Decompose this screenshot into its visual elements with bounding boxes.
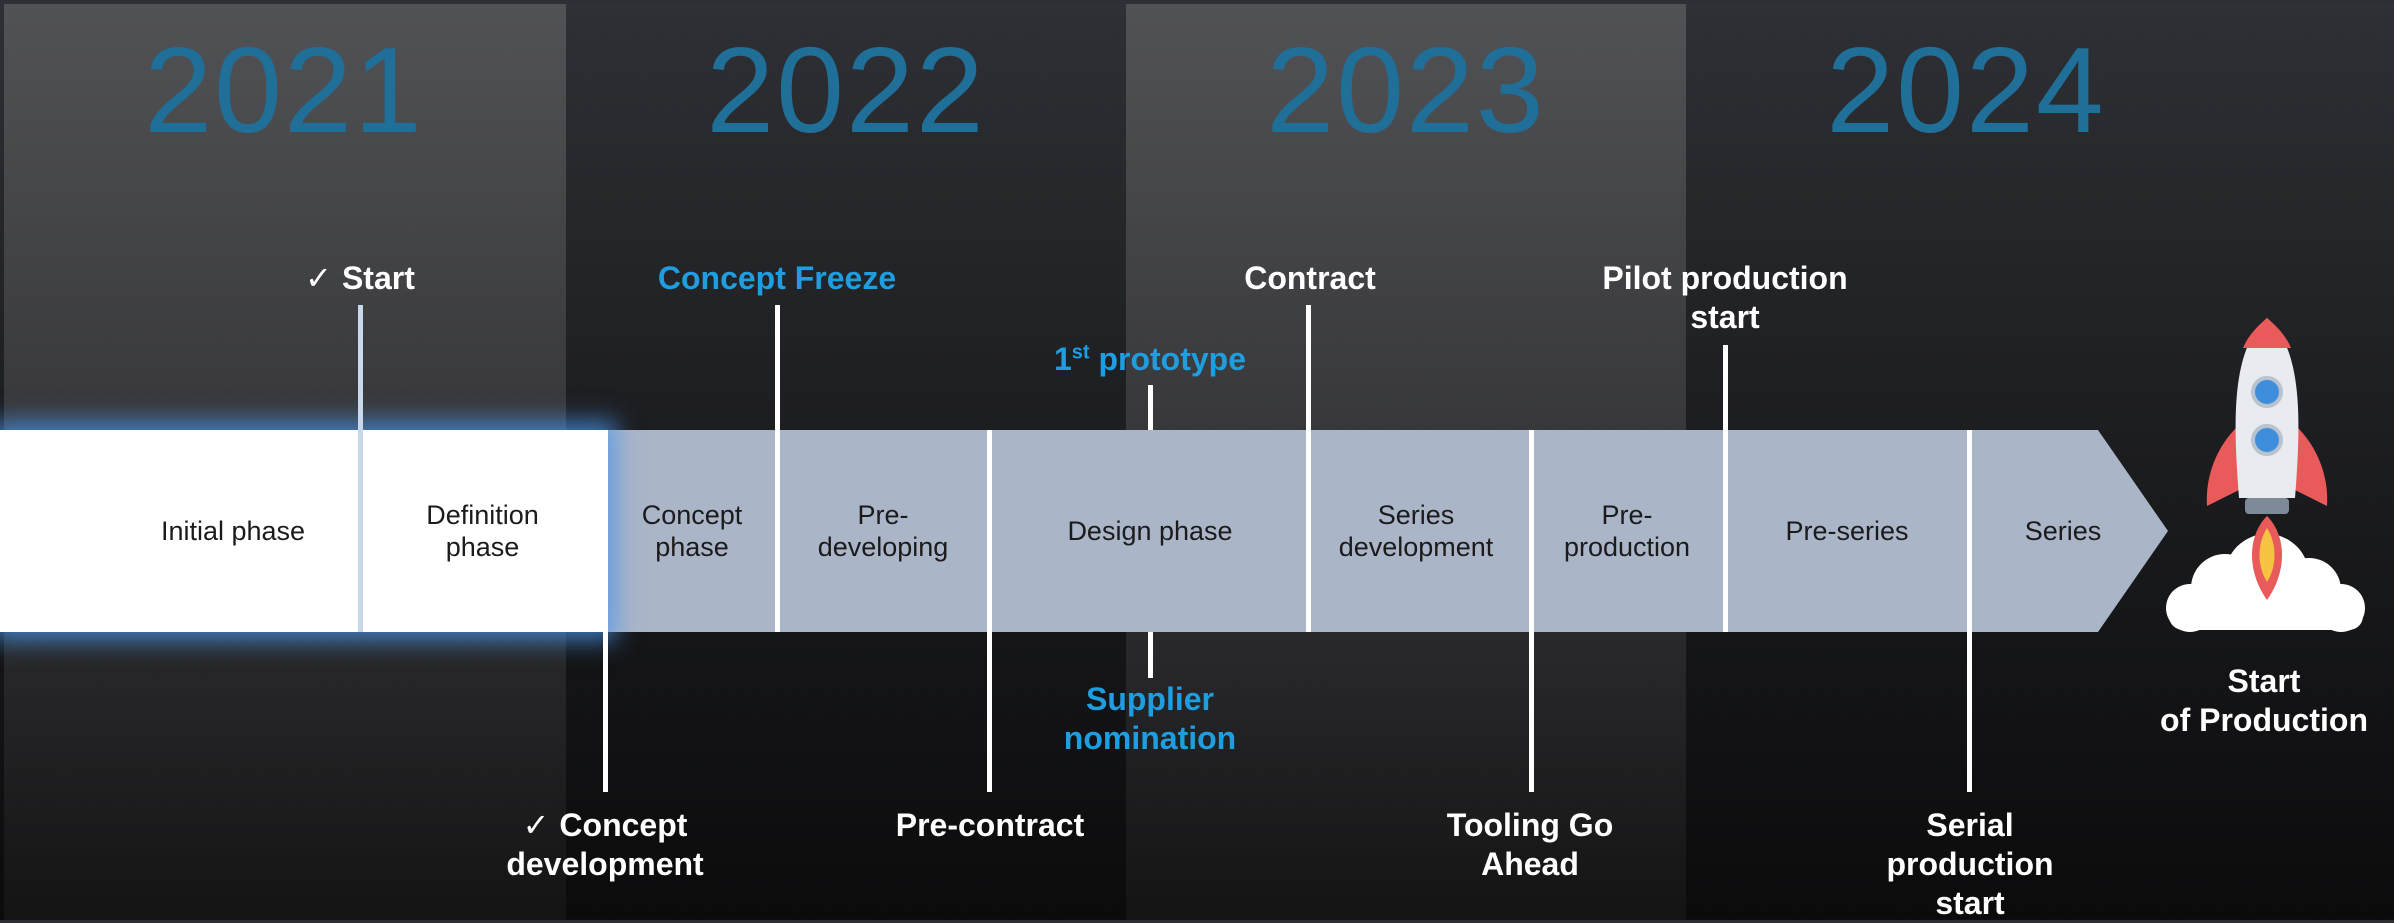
year-label-2024: 2024 [1826, 22, 2106, 158]
milestone-line-first-prototype [1148, 385, 1153, 430]
phase-label-line2: phase [655, 532, 729, 562]
phase-label-line2: developing [817, 532, 949, 562]
phase-initial: Initial phase [0, 430, 466, 632]
phase-label: Series [2024, 516, 2102, 546]
start-of-production-line2: of Production [2160, 702, 2368, 738]
milestone-concept-development-line1: Concept [559, 807, 688, 843]
check-icon: ✓ [522, 807, 550, 843]
milestone-line-tooling [1529, 430, 1534, 792]
prototype-ordinal: st [1071, 341, 1090, 364]
start-of-production-label: Start of Production [2134, 662, 2394, 740]
milestone-line-concept-development [603, 430, 608, 792]
milestone-tooling: Tooling Go Ahead [1380, 806, 1680, 884]
milestone-serial-production-line2: production [1886, 846, 2054, 882]
milestone-pre-contract: Pre-contract [895, 807, 1085, 843]
milestone-serial-production-line1: Serial [1926, 807, 2014, 843]
start-of-production-line1: Start [2227, 663, 2301, 699]
rocket-icon [2166, 318, 2365, 632]
phase-label-line2: phase [445, 532, 520, 562]
milestone-line-pre-contract [987, 430, 992, 792]
milestone-line-start [358, 305, 363, 632]
phase-pre-production: Pre-production [1530, 430, 1724, 632]
phase-label: Initial phase [160, 516, 306, 546]
phase-label: Pre- [1601, 500, 1653, 530]
phase-label: Series [1377, 500, 1455, 530]
milestone-concept-development-line2: development [506, 846, 704, 882]
milestone-start-label: Start [341, 260, 415, 296]
milestone-start: ✓Start [260, 259, 460, 298]
milestone-pilot-production: Pilot production start [1560, 259, 1890, 337]
year-label-2022: 2022 [706, 22, 986, 158]
phase-design: Design phase [990, 430, 1310, 632]
milestone-concept-development: ✓Concept development [440, 806, 770, 884]
milestone-tooling-line2: Ahead [1481, 846, 1579, 882]
phase-label: Pre-series [1785, 516, 1909, 546]
phase-label: Concept [641, 500, 743, 530]
milestone-concept-freeze: Concept Freeze [657, 260, 897, 296]
milestone-line-contract [1306, 305, 1311, 632]
milestone-serial-production: Serial production start [1820, 806, 2120, 923]
phase-label-line2: development [1338, 532, 1494, 562]
phase-pre-developing: Pre-developing [778, 430, 988, 632]
milestone-line-supplier-nomination [1148, 632, 1153, 678]
year-label-2021: 2021 [144, 22, 424, 158]
phase-label: Design phase [1067, 516, 1233, 546]
milestone-contract: Contract [1244, 260, 1376, 296]
milestone-pilot-production-line1: Pilot production [1602, 260, 1848, 296]
phase-label: Pre- [857, 500, 909, 530]
phase-pre-series: Pre-series [1727, 430, 1967, 632]
cloud-icon [2166, 534, 2365, 632]
milestone-supplier-nomination: Supplier nomination [1000, 680, 1300, 758]
milestone-pilot-production-line2: start [1690, 299, 1760, 335]
year-label-2023: 2023 [1266, 22, 1546, 158]
milestone-line-concept-freeze [775, 305, 780, 632]
milestone-supplier-nomination-line1: Supplier [1085, 681, 1214, 717]
check-icon: ✓ [305, 260, 332, 296]
milestone-line-pilot-production [1723, 345, 1728, 632]
prototype-number: 1 [1053, 341, 1072, 377]
milestone-line-serial-production [1967, 430, 1972, 792]
milestone-first-prototype: 1st prototype [1000, 340, 1300, 379]
phase-label-line2: production [1563, 532, 1691, 562]
phase-label: Definition [426, 500, 539, 530]
phase-series: Series [1968, 430, 2158, 632]
milestone-serial-production-line3: start [1935, 885, 2005, 921]
milestone-tooling-line1: Tooling Go [1446, 807, 1614, 843]
prototype-label: prototype [1098, 341, 1247, 377]
completed-phases-highlight [0, 430, 607, 632]
milestone-supplier-nomination-line2: nomination [1063, 720, 1237, 756]
